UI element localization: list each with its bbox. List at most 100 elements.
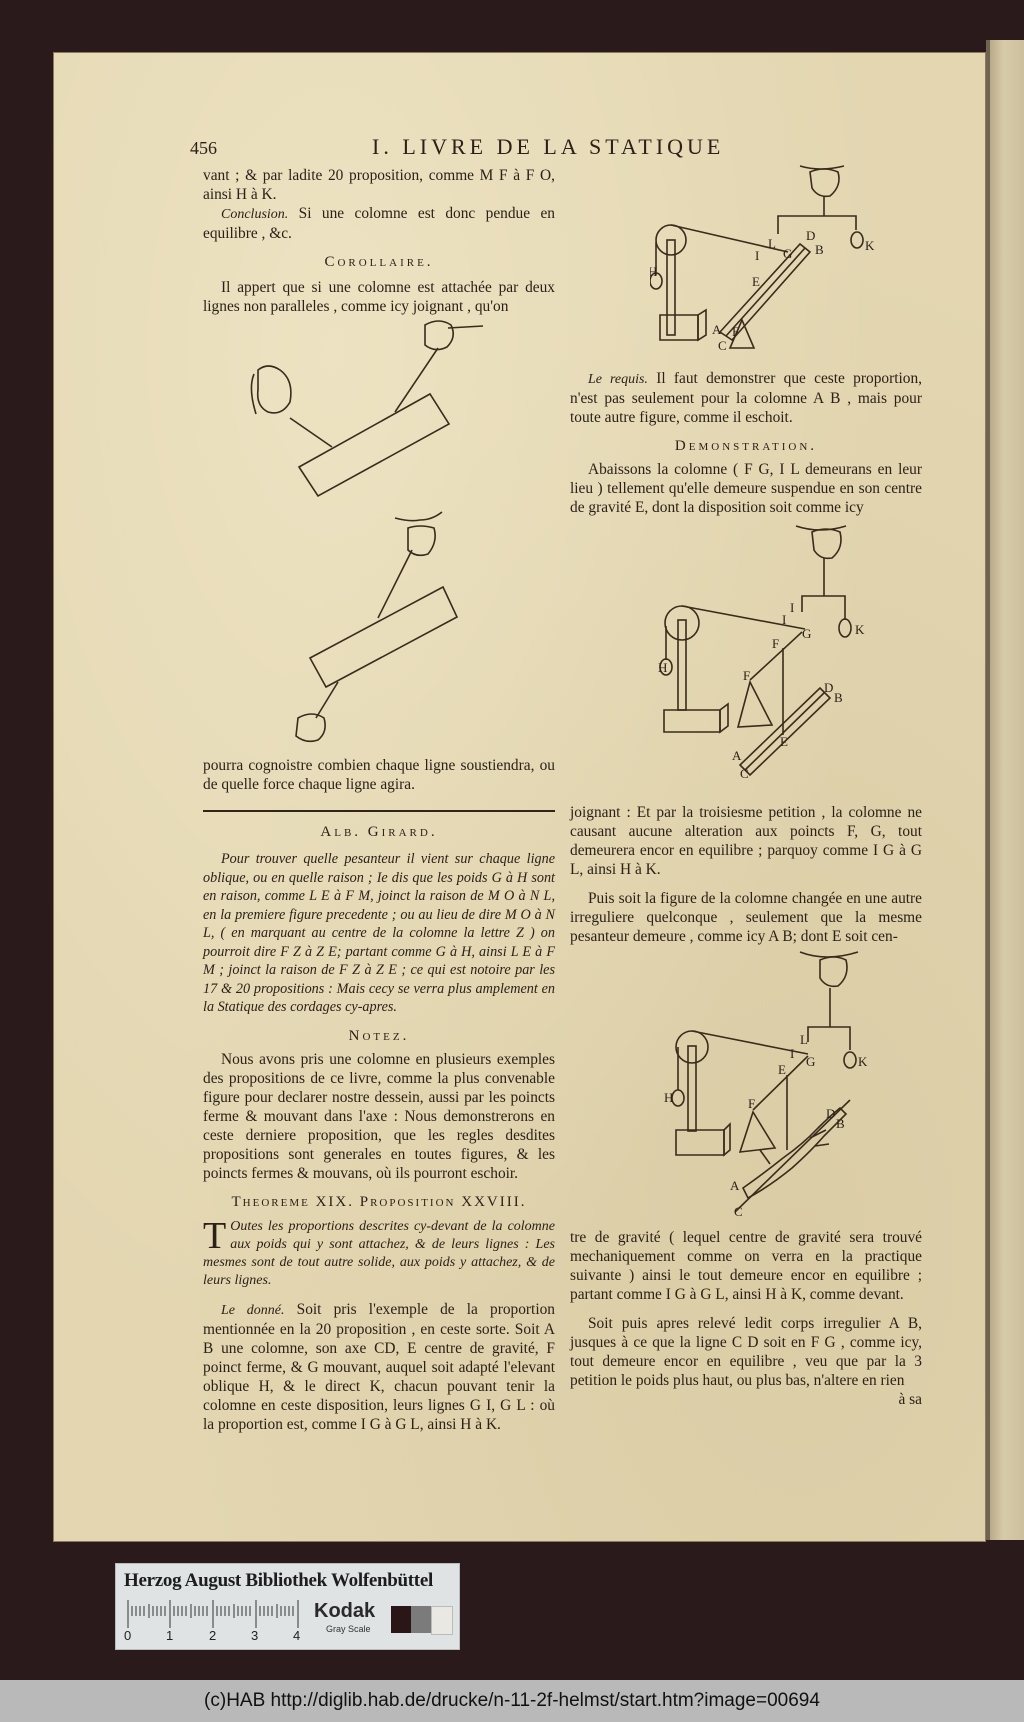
page-number: 456 [190, 138, 217, 158]
catchword: à sa [898, 1391, 923, 1408]
requis-label: Le requis. [588, 372, 648, 387]
demonstration-heading: Demonstration. [674, 438, 818, 454]
running-title: I. LIVRE DE LA STATIQUE [372, 134, 725, 159]
fig3-label-I: I [790, 1046, 794, 1061]
fig2-label-E: E [780, 734, 788, 749]
ruler-scale [127, 1600, 299, 1628]
corollaire-text: Il appert que si une colomne est attaché… [203, 279, 555, 315]
conclusion-paragraph: Conclusion. Si une colomne est donc pend… [203, 204, 555, 243]
fig1-label-B: B [815, 242, 824, 257]
theorem-text: Outes les proportions descrites cy-devan… [203, 1218, 555, 1288]
hand-icon [295, 713, 326, 743]
theorem-heading: Theoreme XIX. Proposition XXVIII. [231, 1193, 527, 1210]
fig3-label-E: E [778, 1062, 786, 1077]
swatch-light [431, 1606, 453, 1635]
figure-irregular-body: L I G K E F H D B A C [664, 951, 868, 1219]
right-column-bottom: tre de gravité ( lequel centre de gravit… [570, 1228, 922, 1409]
fig1-label-G: G [783, 246, 792, 261]
hand-icon [394, 511, 443, 557]
book-page [53, 52, 986, 1542]
requis-paragraph: Le requis. Il faut demonstrer que ceste … [570, 369, 922, 427]
paragraph-joignant: joignant : Et par la troisiesme petition… [570, 804, 922, 878]
fig2-label-E-upper: F [772, 636, 779, 651]
page-header: 456 I. LIVRE DE LA STATIQUE [190, 134, 750, 162]
figure-column-two-lines-2 [295, 511, 459, 743]
opening-text: vant ; & par ladite 20 proposition, comm… [203, 167, 555, 203]
hand-icon [250, 365, 292, 415]
left-column-top: vant ; & par ladite 20 proposition, comm… [203, 166, 555, 316]
corollaire-continued: pourra cognoistre combien chaque ligne s… [203, 757, 555, 793]
fig2-label-K: K [855, 622, 865, 637]
conclusion-text: Si une colomne est donc pendue en equili… [203, 205, 555, 242]
right-column-middle: joignant : Et par la troisiesme petition… [570, 803, 922, 946]
section-divider [203, 810, 555, 812]
left-column-bottom: Alb. Girard. Pour trouver quelle pesante… [203, 823, 555, 1434]
fig2-label-D: D [824, 680, 833, 695]
drop-cap: T [203, 1214, 227, 1257]
conclusion-label: Conclusion. [221, 207, 289, 222]
notez-text: Nous avons pris une colomne en plusieurs… [203, 1050, 555, 1182]
paragraph-releve: Soit puis apres relevé ledit corps irreg… [570, 1315, 922, 1389]
figure-column-suspended-at-center: I I G K F F H D B E A C [658, 525, 865, 780]
fig1-label-D: D [806, 228, 815, 243]
swatch-dark [391, 1606, 411, 1633]
fig2-label-C: C [740, 766, 749, 780]
fig1-label-A: A [712, 322, 722, 337]
archive-color-scale-card: Herzog August Bibliothek Wolfenbüttel 0 … [115, 1563, 460, 1650]
fig1-label-I: I [755, 248, 759, 263]
fig2-label-F: F [743, 668, 750, 683]
donne-paragraph: Le donné. Soit pris l'exemple de la prop… [203, 1300, 555, 1434]
institution-name: Herzog August Bibliothek Wolfenbüttel [124, 1570, 433, 1591]
fig3-label-A: A [730, 1178, 740, 1193]
ruler-number: 4 [293, 1628, 301, 1643]
fig3-label-C: C [734, 1204, 743, 1219]
ruler-number: 0 [124, 1628, 132, 1643]
right-column-top: Le requis. Il faut demonstrer que ceste … [570, 369, 922, 517]
fig3-label-H: H [664, 1090, 673, 1105]
hand-icon [799, 951, 859, 988]
fig2-label-B: B [834, 690, 843, 705]
next-page-edge [990, 40, 1024, 1540]
fig1-label-E: E [752, 274, 760, 289]
fig1-label-F: F [732, 324, 739, 339]
ruler-number: 2 [209, 1628, 217, 1643]
page-gutter [986, 40, 990, 1540]
girard-commentary: Pour trouver quelle pesanteur il vient s… [203, 851, 555, 1015]
figure-pulley-inclined-column: L D I E G B K H A F C [650, 165, 875, 353]
fig1-label-C: C [718, 338, 727, 353]
fig2-label-A: A [732, 748, 742, 763]
copyright-footer: (c)HAB http://diglib.hab.de/drucke/n-11-… [0, 1680, 1024, 1722]
requis-text: Il faut demonstrer que ceste proportion,… [570, 370, 922, 426]
corollaire-heading: Corollaire. [324, 254, 434, 270]
notez-heading: Notez. [348, 1027, 410, 1044]
kodak-logo: Kodak [314, 1600, 376, 1622]
girard-heading: Alb. Girard. [320, 824, 438, 840]
hand-icon [799, 165, 845, 198]
hand-icon [424, 320, 484, 351]
fig1-label-H: H [650, 264, 657, 279]
figure-column-two-lines-1 [250, 320, 484, 498]
swatch-mid [411, 1606, 431, 1633]
donne-label: Le donné. [221, 1302, 285, 1318]
gray-scale-label: Gray Scale [326, 1624, 371, 1634]
fig1-label-K: K [865, 238, 875, 253]
ruler-number: 3 [251, 1628, 259, 1643]
hand-icon [795, 525, 847, 560]
fig3-label-G: G [806, 1054, 815, 1069]
fig2-label-H: H [658, 660, 667, 675]
fig3-label-F: F [748, 1096, 755, 1111]
demonstration-text: Abaissons la colomne ( F G, I L demeuran… [570, 461, 922, 516]
fig2-label-L: I [790, 600, 794, 615]
fig3-label-D: D [826, 1106, 835, 1121]
fig2-label-G: G [802, 626, 811, 641]
fig2-label-I: I [782, 612, 786, 627]
fig3-label-L: L [800, 1032, 808, 1047]
paragraph-centre-gravite: tre de gravité ( lequel centre de gravit… [570, 1229, 922, 1303]
fig3-label-B: B [836, 1116, 845, 1131]
donne-text: Soit pris l'exemple de la proportion men… [203, 1300, 555, 1433]
ruler-number: 1 [166, 1628, 174, 1643]
fig1-label-L: L [768, 236, 776, 251]
left-column-continued: pourra cognoistre combien chaque ligne s… [203, 756, 555, 794]
paragraph-irreguliere: Puis soit la figure de la colomne changé… [570, 890, 922, 945]
